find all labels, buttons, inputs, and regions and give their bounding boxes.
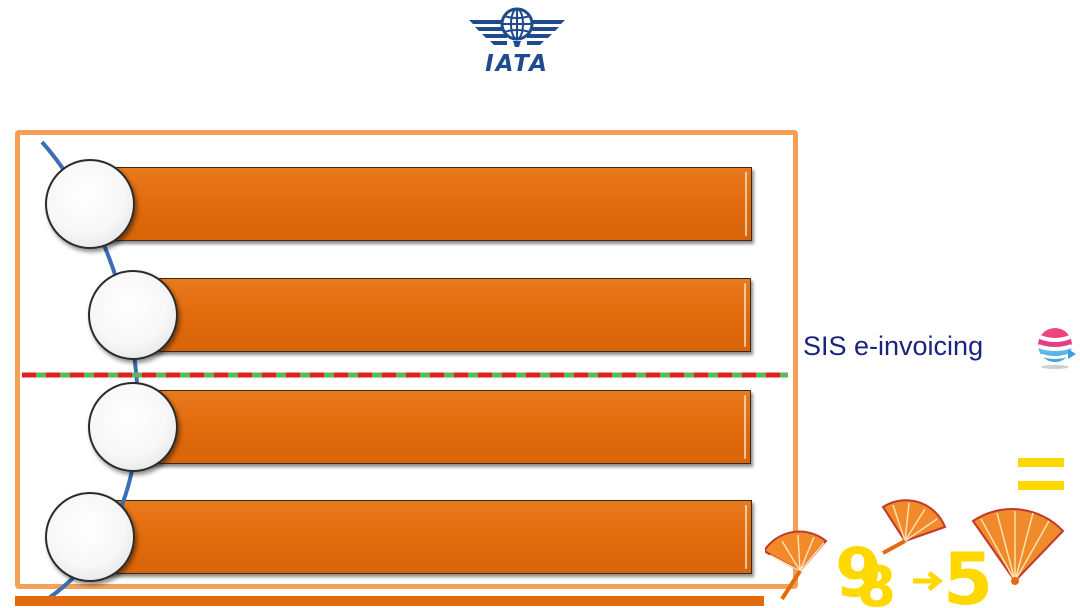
fans-9-8-5-icon: 9 8 5 <box>765 499 1065 608</box>
svg-text:5: 5 <box>943 537 993 608</box>
globe-wings-icon <box>469 7 565 47</box>
timeline-bar-4 <box>92 500 752 574</box>
svg-text:8: 8 <box>857 555 896 608</box>
timeline-frame <box>15 130 798 589</box>
equals-icon <box>1018 458 1064 490</box>
timeline-step-circle-2 <box>88 270 178 360</box>
timeline-step-circle-3 <box>88 382 178 472</box>
bottom-accent-bar <box>15 596 764 606</box>
timeline-bar-2 <box>135 278 751 352</box>
iata-logo: IATA <box>465 6 569 77</box>
iata-wordmark: IATA <box>485 51 549 77</box>
svg-text:9: 9 <box>835 534 882 608</box>
timeline-bar-3 <box>135 390 751 464</box>
timeline-step-circle-1 <box>45 159 135 249</box>
sis-e-invoicing-label: SIS e-invoicing <box>803 331 984 361</box>
timeline-bar-1 <box>92 167 752 241</box>
sis-globe-icon <box>1037 328 1076 369</box>
timeline-step-circle-4 <box>45 492 135 582</box>
